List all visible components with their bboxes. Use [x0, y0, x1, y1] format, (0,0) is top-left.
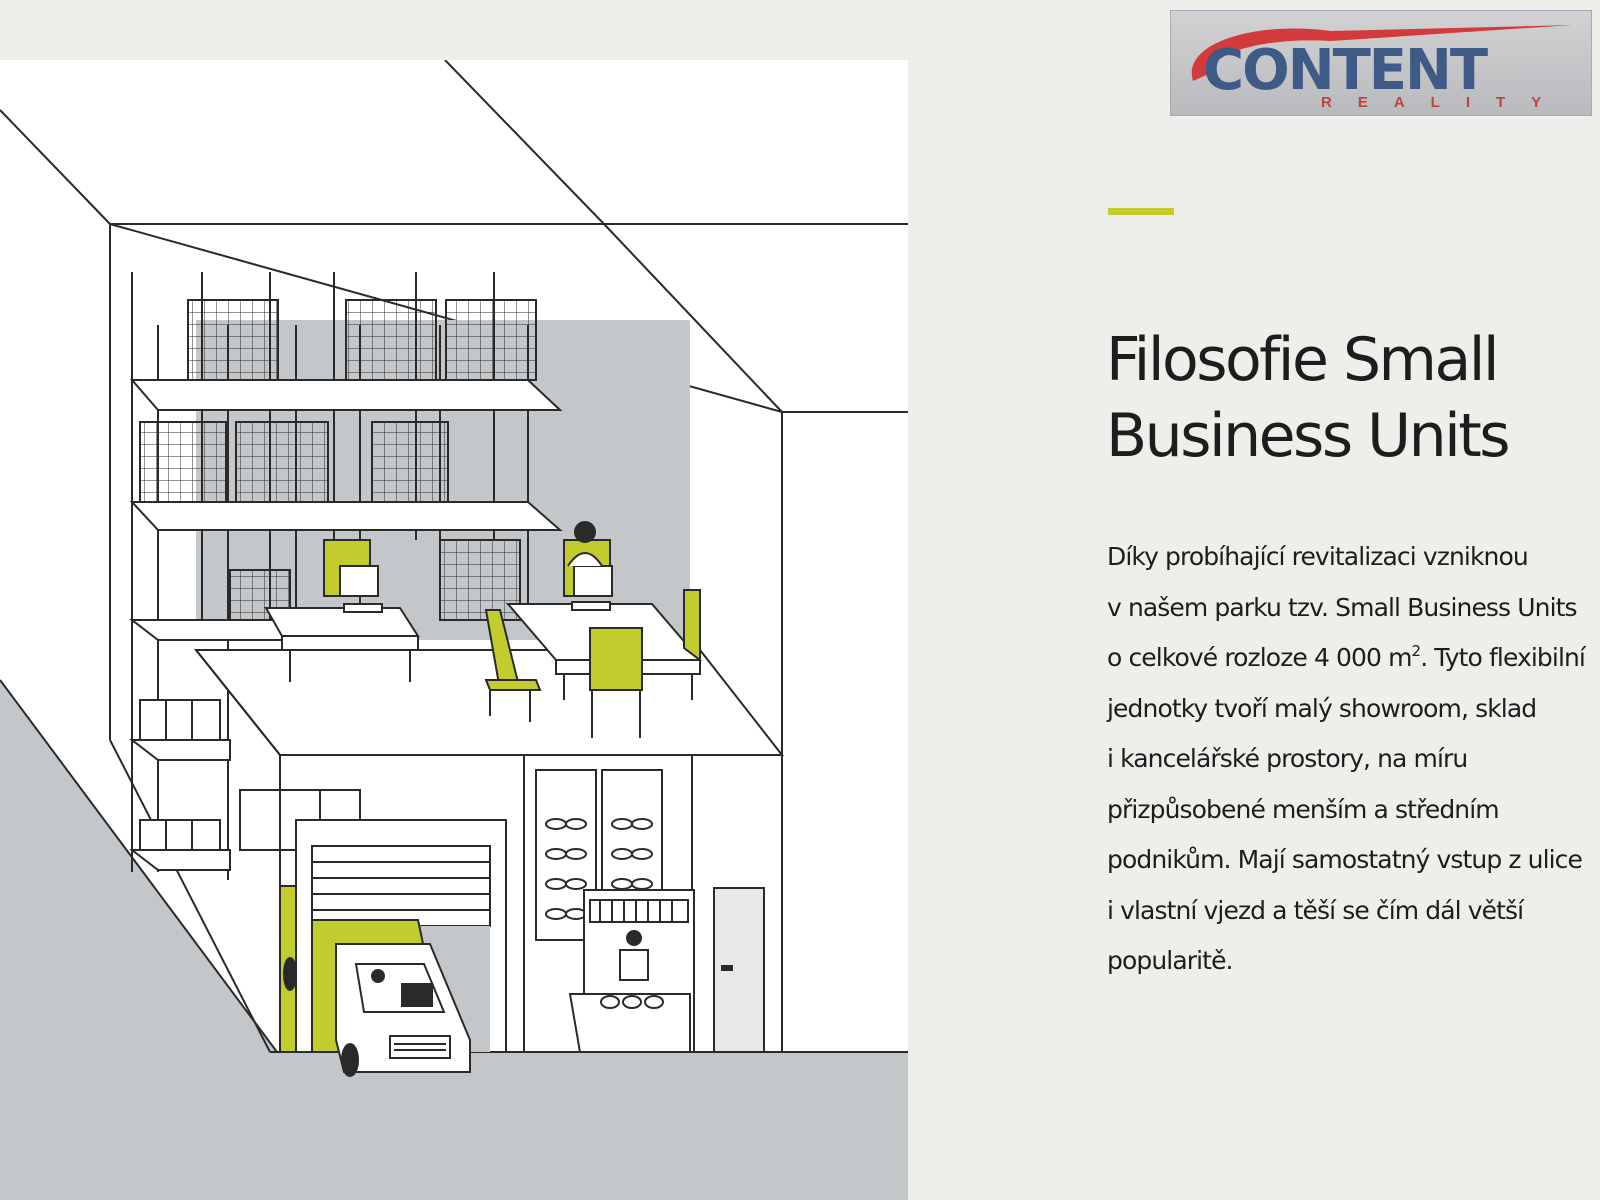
accent-bar	[1108, 208, 1174, 215]
body-line: v našem parku tzv. Small Business Units	[1107, 592, 1578, 622]
body-line: přizpůsobené menším a středním	[1107, 794, 1500, 824]
body-line-area: o celkové rozloze 4 000 m2. Tyto flexibi…	[1107, 633, 1599, 684]
body-line: Díky probíhající revitalizaci vzniknou	[1107, 542, 1529, 571]
description-paragraph: Díky probíhající revitalizaci vzniknou v…	[1107, 532, 1599, 987]
title-line-2: Business Units	[1106, 401, 1511, 471]
body-line: i vlastní vjezd a těší se čím dál větší	[1107, 895, 1524, 925]
body-area-tail: . Tyto flexibilní	[1420, 643, 1586, 672]
warehouse-illustration	[0, 60, 908, 1200]
body-area-text: o celkové rozloze 4 000 m	[1107, 643, 1412, 672]
body-line: podnikům. Mají samostatný vstup z ulice	[1107, 845, 1583, 874]
body-line: jednotky tvoří malý showroom, sklad	[1107, 693, 1537, 723]
body-line: i kancelářské prostory, na míru	[1107, 744, 1468, 773]
logo-mark: CONTENT REALITY	[1191, 25, 1573, 111]
logo-sub: REALITY	[1321, 94, 1567, 111]
garage-door	[311, 845, 491, 927]
title-line-1: Filosofie Small	[1106, 325, 1500, 395]
logo-brand: CONTENT	[1203, 38, 1488, 103]
body-line: popularitě.	[1107, 946, 1234, 975]
page-title: Filosofie Small Business Units	[1106, 322, 1586, 474]
content-reality-logo: CONTENT REALITY	[1170, 10, 1592, 116]
ground-front	[0, 1052, 908, 1200]
warehouse-cutaway-drawing	[0, 60, 908, 1200]
area-superscript: 2	[1411, 642, 1422, 660]
